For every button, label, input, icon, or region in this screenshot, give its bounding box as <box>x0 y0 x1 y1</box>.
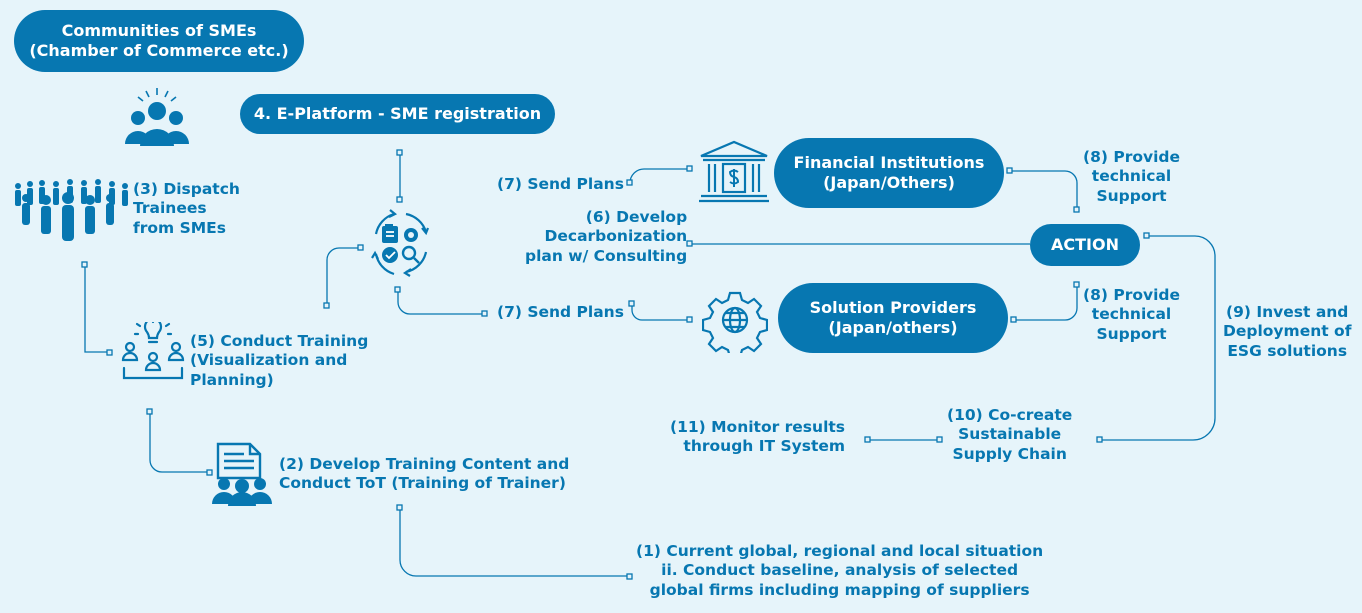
process-cycle-icon <box>371 209 430 277</box>
communities-node: Communities of SMEs (Chamber of Commerce… <box>14 10 304 72</box>
community-group-icon <box>125 88 189 146</box>
conduct-training-label: (5) Conduct Training (Visualization and … <box>190 332 369 389</box>
line-support-solution <box>1014 285 1078 321</box>
develop-plan-label: (6) Develop Decarbonization plan w/ Cons… <box>525 208 688 265</box>
line-training-process <box>326 247 360 306</box>
send-plans-bottom-label: (7) Send Plans <box>497 303 624 321</box>
send-plans-top-label: (7) Send Plans <box>497 175 624 193</box>
line-dispatch-training <box>84 265 110 353</box>
monitor-label: (11) Monitor results through IT System <box>670 418 846 456</box>
document-team-icon <box>212 442 272 506</box>
cocreate-label: (10) Co-create Sustainable Supply Chain <box>947 406 1073 463</box>
line-content-situation <box>399 508 630 577</box>
line-sendplans-bank <box>629 168 690 184</box>
solution-providers-node: Solution Providers (Japan/others) <box>778 283 1008 353</box>
bank-icon <box>699 140 769 203</box>
line-training-content <box>149 412 210 473</box>
develop-content-label: (2) Develop Training Content and Conduct… <box>279 455 570 493</box>
provide-support-bottom-label: (8) Provide technical Support <box>1083 286 1181 343</box>
crowd-icon <box>15 179 128 241</box>
eplatform-node: 4. E-Platform - SME registration <box>240 94 555 134</box>
line-process-sendplans <box>397 290 485 315</box>
line-sendplans-gear <box>631 304 690 321</box>
invest-label: (9) Invest and Deployment of ESG solutio… <box>1223 303 1352 360</box>
training-idea-icon <box>121 322 185 380</box>
line-action-cocreate <box>1100 235 1216 441</box>
dispatch-label: (3) Dispatch Trainees from SMEs <box>133 180 240 237</box>
gear-globe-icon <box>702 291 768 353</box>
action-node: ACTION <box>1030 224 1140 266</box>
line-financial-support <box>1010 170 1078 210</box>
current-situation-label: (1) Current global, regional and local s… <box>636 542 1044 599</box>
provide-support-top-label: (8) Provide technical Support <box>1083 148 1181 205</box>
financial-institutions-node: Financial Institutions (Japan/Others) <box>774 138 1004 208</box>
